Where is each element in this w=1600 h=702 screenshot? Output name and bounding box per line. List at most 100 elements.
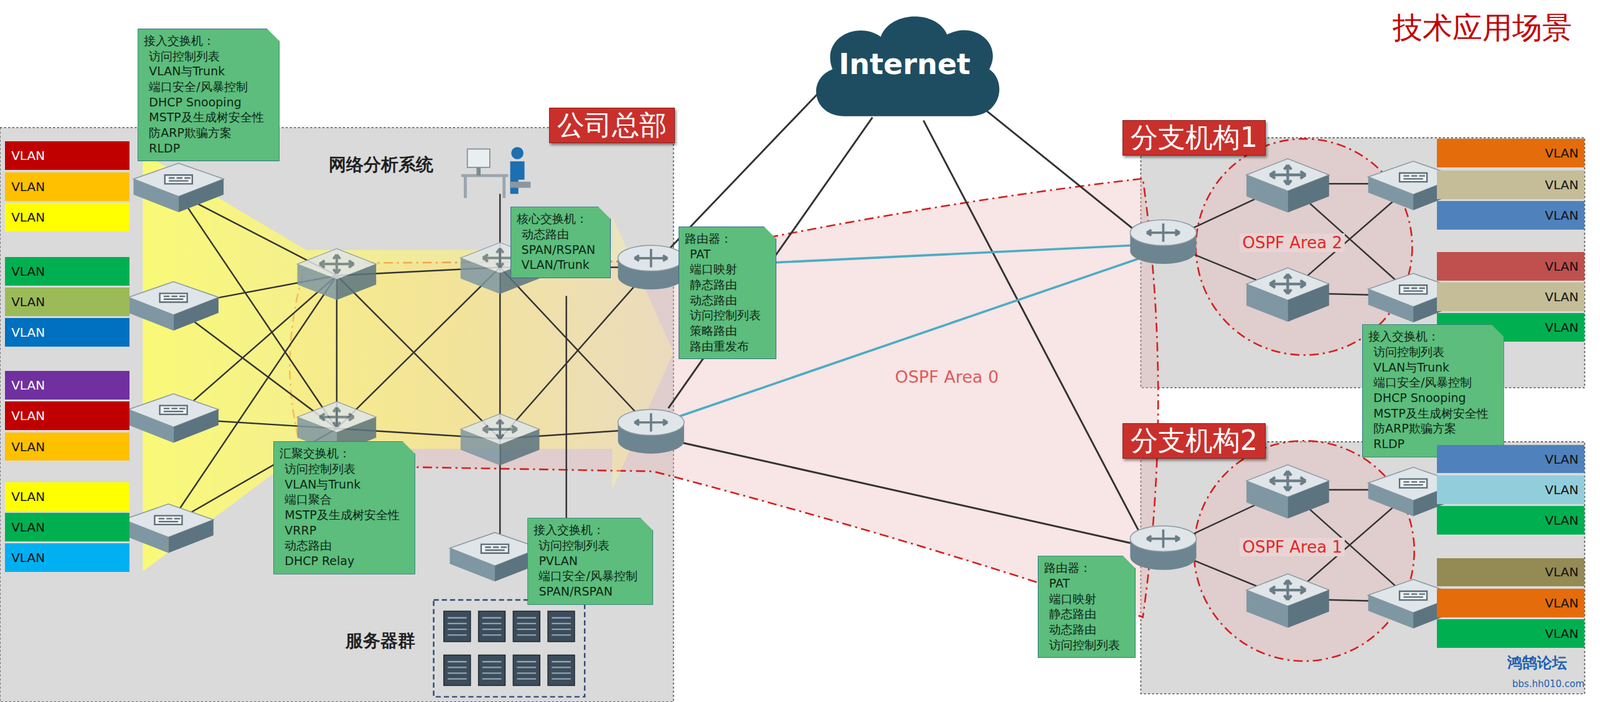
router (1129, 219, 1196, 264)
art-part (547, 655, 575, 687)
access-switch (123, 504, 214, 554)
vlan-band: VLAN (1436, 170, 1586, 200)
callout-item: 路由重发布 (684, 338, 761, 355)
callout-item: DHCP Snooping (143, 94, 264, 111)
callout-heading: 路由器： (684, 230, 761, 247)
callout-item: 端口安全/风暴控制 (533, 568, 637, 584)
l3-switch (1246, 574, 1330, 629)
callout-item: PAT (1044, 575, 1120, 592)
callout-item: 动态路由 (516, 226, 596, 243)
vlan-label: VLAN (11, 550, 45, 566)
callout-item: 端口安全/风暴控制 (1368, 374, 1489, 391)
vlan-label: VLAN (1544, 595, 1579, 611)
vlan-band: VLAN (4, 172, 130, 202)
callout-item: 端口聚合 (279, 491, 400, 508)
devices (123, 158, 1459, 629)
callout-item: 访问控制列表 (1368, 344, 1489, 360)
vlan-label: VLAN (1544, 512, 1579, 528)
vlan-label: VLAN (1544, 482, 1579, 498)
area2-outline (1195, 138, 1412, 355)
callout-item: 静态路由 (684, 277, 761, 293)
callout-item: 动态路由 (684, 292, 761, 309)
router (618, 409, 685, 454)
area-label: OSPF Area 2 (1239, 233, 1345, 253)
site-grounds (0, 127, 1585, 702)
vlan-band: VLAN (1436, 619, 1586, 649)
art-part (443, 611, 471, 642)
callout-item: DHCP Snooping (1368, 390, 1489, 406)
callout-item: 访问控制列表 (143, 48, 264, 65)
site-region: 公司总部VLANVLANVLANVLANVLANVLANVLANVLANVLAN… (0, 125, 674, 700)
vlan-band: VLAN (4, 141, 130, 170)
callout-heading: 接入交换机： (533, 522, 637, 538)
l3-switch (1246, 465, 1330, 520)
vlan-band: VLAN (1436, 252, 1586, 281)
art-part (510, 181, 532, 189)
callout-heading: 路由器： (1044, 560, 1120, 576)
vlan-band: VLAN (4, 482, 130, 512)
access-switch (128, 281, 219, 331)
vlan-band: VLAN (4, 432, 130, 462)
art-part (443, 655, 471, 687)
site-heading: 公司总部 (549, 107, 675, 144)
server-cluster (433, 600, 586, 698)
vlan-band: VLAN (4, 287, 130, 317)
callout-item: VLAN与Trunk (1368, 359, 1489, 376)
vlan-band: VLAN (4, 318, 130, 347)
page-title: 技术应用场景 (1392, 8, 1572, 48)
group-label: 服务器群 (343, 629, 418, 654)
feature-callout: 路由器：PAT端口映射静态路由动态路由访问控制列表 (1037, 555, 1136, 659)
feature-callout: 接入交换机：访问控制列表PVLAN端口安全/风暴控制SPAN/RSPAN (527, 517, 653, 605)
callout-item: 动态路由 (279, 537, 400, 554)
vlan-label: VLAN (11, 294, 45, 310)
vlan-label: VLAN (1544, 320, 1579, 335)
callout-item: MSTP及生成树安全性 (1368, 405, 1489, 422)
vlan-label: VLAN (1544, 564, 1579, 580)
area-label: OSPF Area 1 (1239, 537, 1345, 557)
vlan-band: VLAN (4, 512, 130, 542)
callout-item: 端口安全/风暴控制 (143, 79, 264, 95)
callout-item: RLDP (143, 140, 264, 157)
analysis-pc (461, 146, 531, 198)
callout-heading: 接入交换机： (1368, 328, 1489, 345)
art-part (476, 167, 481, 176)
callout-item: 访问控制列表 (533, 537, 637, 554)
vlan-label: VLAN (11, 324, 45, 340)
callout-heading: 汇聚交换机： (279, 445, 400, 462)
callout-item: 访问控制列表 (279, 461, 400, 477)
callout-heading: 核心交换机： (516, 211, 596, 227)
area-label: OSPF Area 0 (894, 367, 999, 387)
access-switch (128, 394, 219, 444)
callout-item: SPAN/RSPAN (533, 583, 637, 600)
callout-item: 端口映射 (1044, 591, 1120, 608)
callout-item: 端口映射 (684, 261, 761, 278)
art-part (512, 611, 540, 642)
art-part (511, 146, 524, 160)
feature-callout: 汇聚交换机：访问控制列表VLAN与Trunk端口聚合MSTP及生成树安全性VRR… (273, 441, 416, 575)
vlan-label: VLAN (11, 489, 45, 505)
vlan-label: VLAN (1544, 145, 1579, 161)
access-switch (133, 163, 224, 213)
vlan-band: VLAN (1436, 475, 1586, 505)
internet-cloud: Internet (804, 8, 1006, 121)
art-part (510, 161, 525, 194)
site-heading: 分支机构1 (1122, 120, 1266, 156)
vlan-band: VLAN (4, 543, 130, 573)
callout-item: 访问控制列表 (1044, 637, 1120, 654)
vlan-label: VLAN (1544, 451, 1579, 467)
router (1129, 526, 1196, 571)
callout-item: 防ARP欺骗方案 (1368, 420, 1489, 437)
l3-switch (1246, 158, 1330, 213)
vlan-label: VLAN (1544, 177, 1579, 193)
callout-item: 防ARP欺骗方案 (143, 125, 264, 141)
watermark: bbs.hh010.com (1512, 678, 1585, 690)
vlan-band: VLAN (1436, 201, 1586, 230)
vlan-label: VLAN (11, 179, 45, 195)
l3-switch (1246, 267, 1330, 322)
core-switch (460, 414, 540, 466)
vlan-band: VLAN (1436, 506, 1586, 535)
feature-callout: 接入交换机：访问控制列表VLAN与Trunk端口安全/风暴控制DHCP Snoo… (1362, 324, 1505, 458)
feature-callout: 路由器：PAT端口映射静态路由动态路由访问控制列表策略路由路由重发布 (678, 226, 777, 360)
art-part (467, 148, 490, 168)
art-part (433, 600, 586, 698)
